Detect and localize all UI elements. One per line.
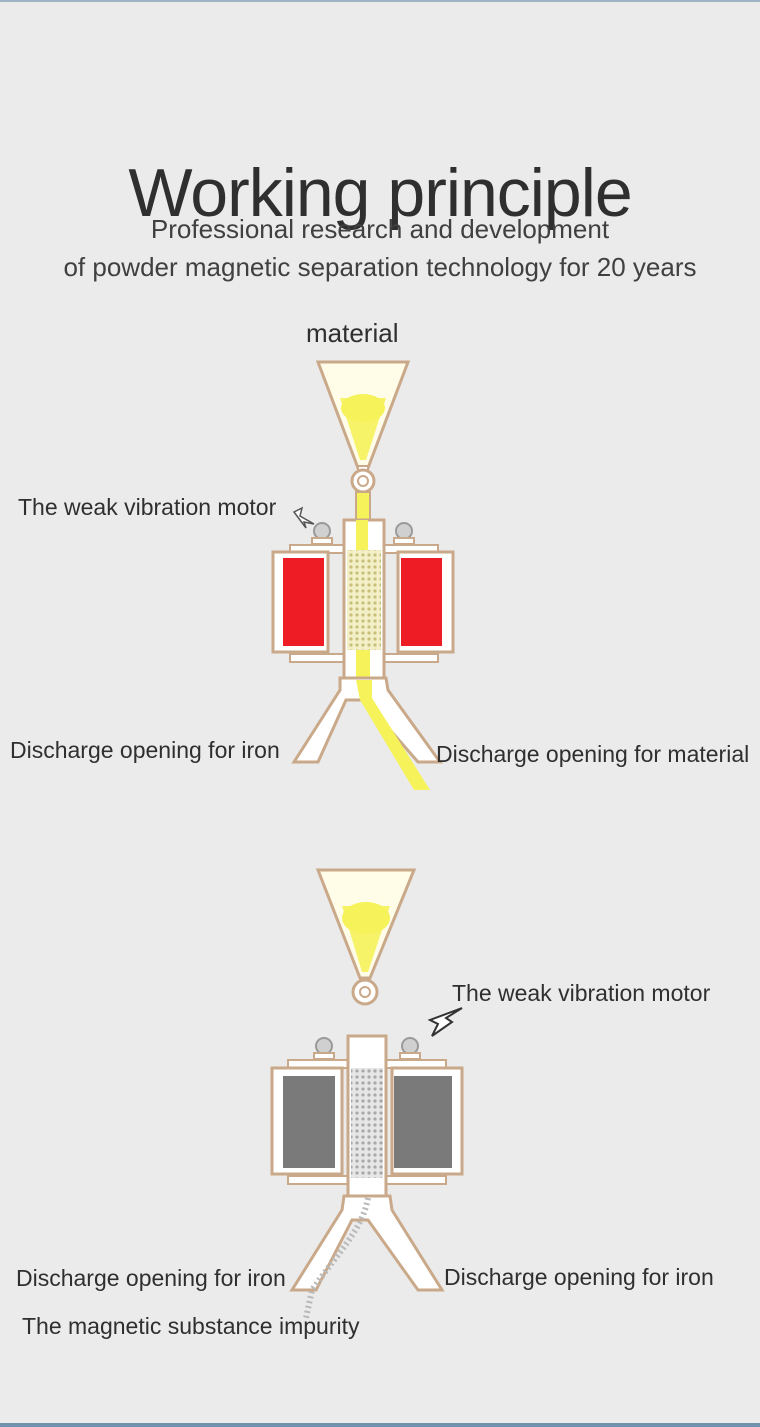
y-discharge-chute-bottom — [289, 1194, 445, 1319]
magnet-right-off — [390, 1066, 464, 1176]
feed-valve-icon — [351, 978, 379, 1006]
vibration-motor-right-icon — [395, 522, 413, 540]
feed-valve-icon — [350, 465, 376, 521]
page-title: Working principle — [128, 154, 632, 231]
separation-tube — [342, 518, 386, 680]
material-hopper — [315, 360, 411, 470]
magnet-left — [271, 550, 330, 654]
label-material-outlet-top: Discharge opening for material — [436, 741, 750, 767]
bottom-border — [0, 1423, 760, 1427]
magnet-right — [396, 550, 455, 654]
label-material: material — [306, 318, 399, 348]
separator-diagram-magnet-off — [270, 868, 464, 1319]
vibration-motor-left-icon — [313, 522, 331, 540]
label-magnetic-impurity: The magnetic substance impurity — [22, 1313, 360, 1339]
vibration-motor-right-icon — [401, 1037, 419, 1055]
subtitle-line-2: of powder magnetic separation technology… — [63, 252, 697, 282]
lightning-pointer-icon — [427, 1007, 463, 1037]
label-vibration-motor-top: The weak vibration motor — [18, 494, 277, 520]
y-discharge-chute — [291, 676, 443, 790]
top-border — [0, 0, 760, 2]
vibration-motor-left-icon — [315, 1037, 333, 1055]
subtitle-line-1: Professional research and development — [150, 214, 610, 244]
magnet-left-off — [270, 1066, 344, 1176]
lightning-pointer-icon — [292, 506, 315, 529]
label-iron-outlet-bottom-right: Discharge opening for iron — [444, 1264, 714, 1290]
separation-tube-bottom — [346, 1034, 388, 1198]
label-iron-outlet-top: Discharge opening for iron — [10, 737, 280, 763]
label-vibration-motor-bottom: The weak vibration motor — [452, 980, 711, 1006]
separator-diagram-magnet-on — [271, 360, 455, 790]
label-iron-outlet-bottom-left: Discharge opening for iron — [16, 1265, 286, 1291]
material-hopper-bottom — [315, 868, 417, 980]
